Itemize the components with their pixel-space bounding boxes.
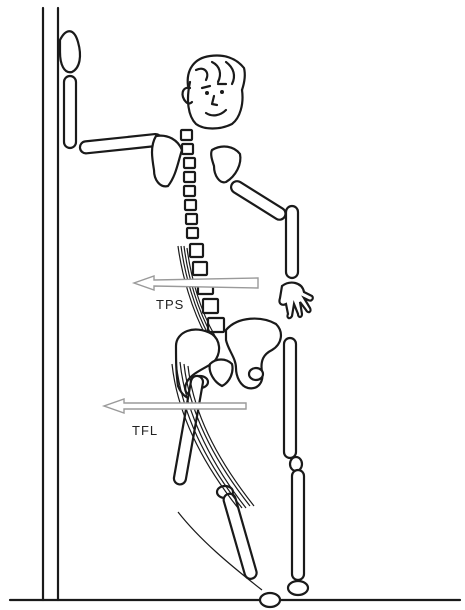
right-eye (220, 90, 224, 94)
shoulder-girdle (152, 136, 240, 187)
tps-arrow (134, 276, 258, 290)
sacrum (210, 360, 233, 387)
left-humerus-bone (79, 133, 162, 154)
left-arm (60, 31, 162, 154)
thoracic-spine (184, 158, 198, 238)
right-hip-socket (249, 368, 263, 380)
tfl-label: TFL (132, 423, 158, 438)
right-femur-bone (284, 338, 296, 458)
left-eye (205, 91, 209, 95)
eyebrows (202, 84, 226, 88)
left-forearm-bone (64, 76, 76, 148)
right-leg (284, 338, 308, 595)
right-hand (279, 283, 312, 319)
wall (43, 8, 58, 600)
head (183, 56, 245, 129)
left-scapula (152, 136, 182, 187)
left-hand (60, 31, 80, 72)
left-foot (260, 593, 280, 607)
tfl-arrow (104, 399, 246, 413)
nose (212, 96, 217, 105)
left-leg (173, 375, 280, 607)
right-tibia-bone (292, 470, 304, 580)
right-arm (229, 179, 313, 318)
mouth (206, 110, 226, 115)
tps-label: TPS (156, 297, 184, 312)
right-knee (290, 457, 302, 471)
right-forearm-bone (286, 206, 298, 278)
right-humerus-bone (229, 179, 288, 222)
right-scapula (211, 147, 240, 183)
right-foot (288, 581, 308, 595)
hair (188, 56, 245, 91)
